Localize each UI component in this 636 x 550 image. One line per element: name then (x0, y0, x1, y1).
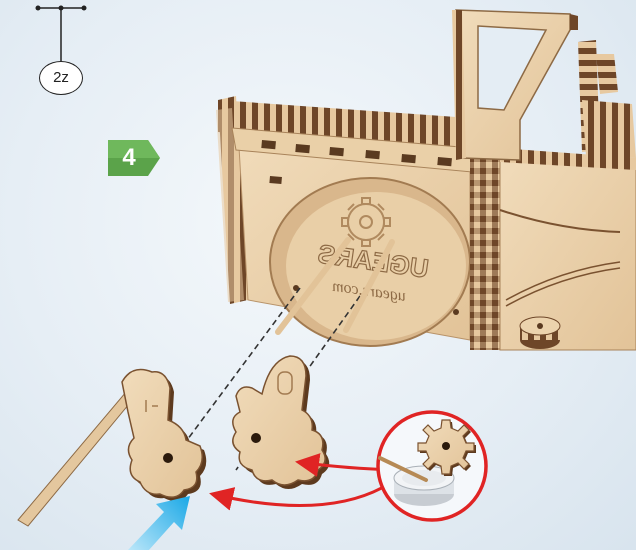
platform-peg (520, 317, 560, 349)
insert-direction-arrow (128, 496, 190, 550)
part-number-label: 2z (39, 61, 83, 95)
upper-lever-frame (452, 10, 578, 160)
axle-hole (163, 453, 173, 463)
small-gear-icon (418, 420, 476, 476)
right-platform (500, 150, 636, 350)
wax-callout (378, 412, 486, 520)
axle-hole (251, 433, 261, 443)
step-number: 4 (108, 140, 150, 176)
right-post (578, 40, 636, 158)
main-box-assembly: UGEARS ugears.com (216, 10, 636, 350)
step-number-badge: 4 (108, 140, 160, 176)
middle-gear-part (233, 356, 329, 489)
part-callout-connector (36, 6, 87, 62)
